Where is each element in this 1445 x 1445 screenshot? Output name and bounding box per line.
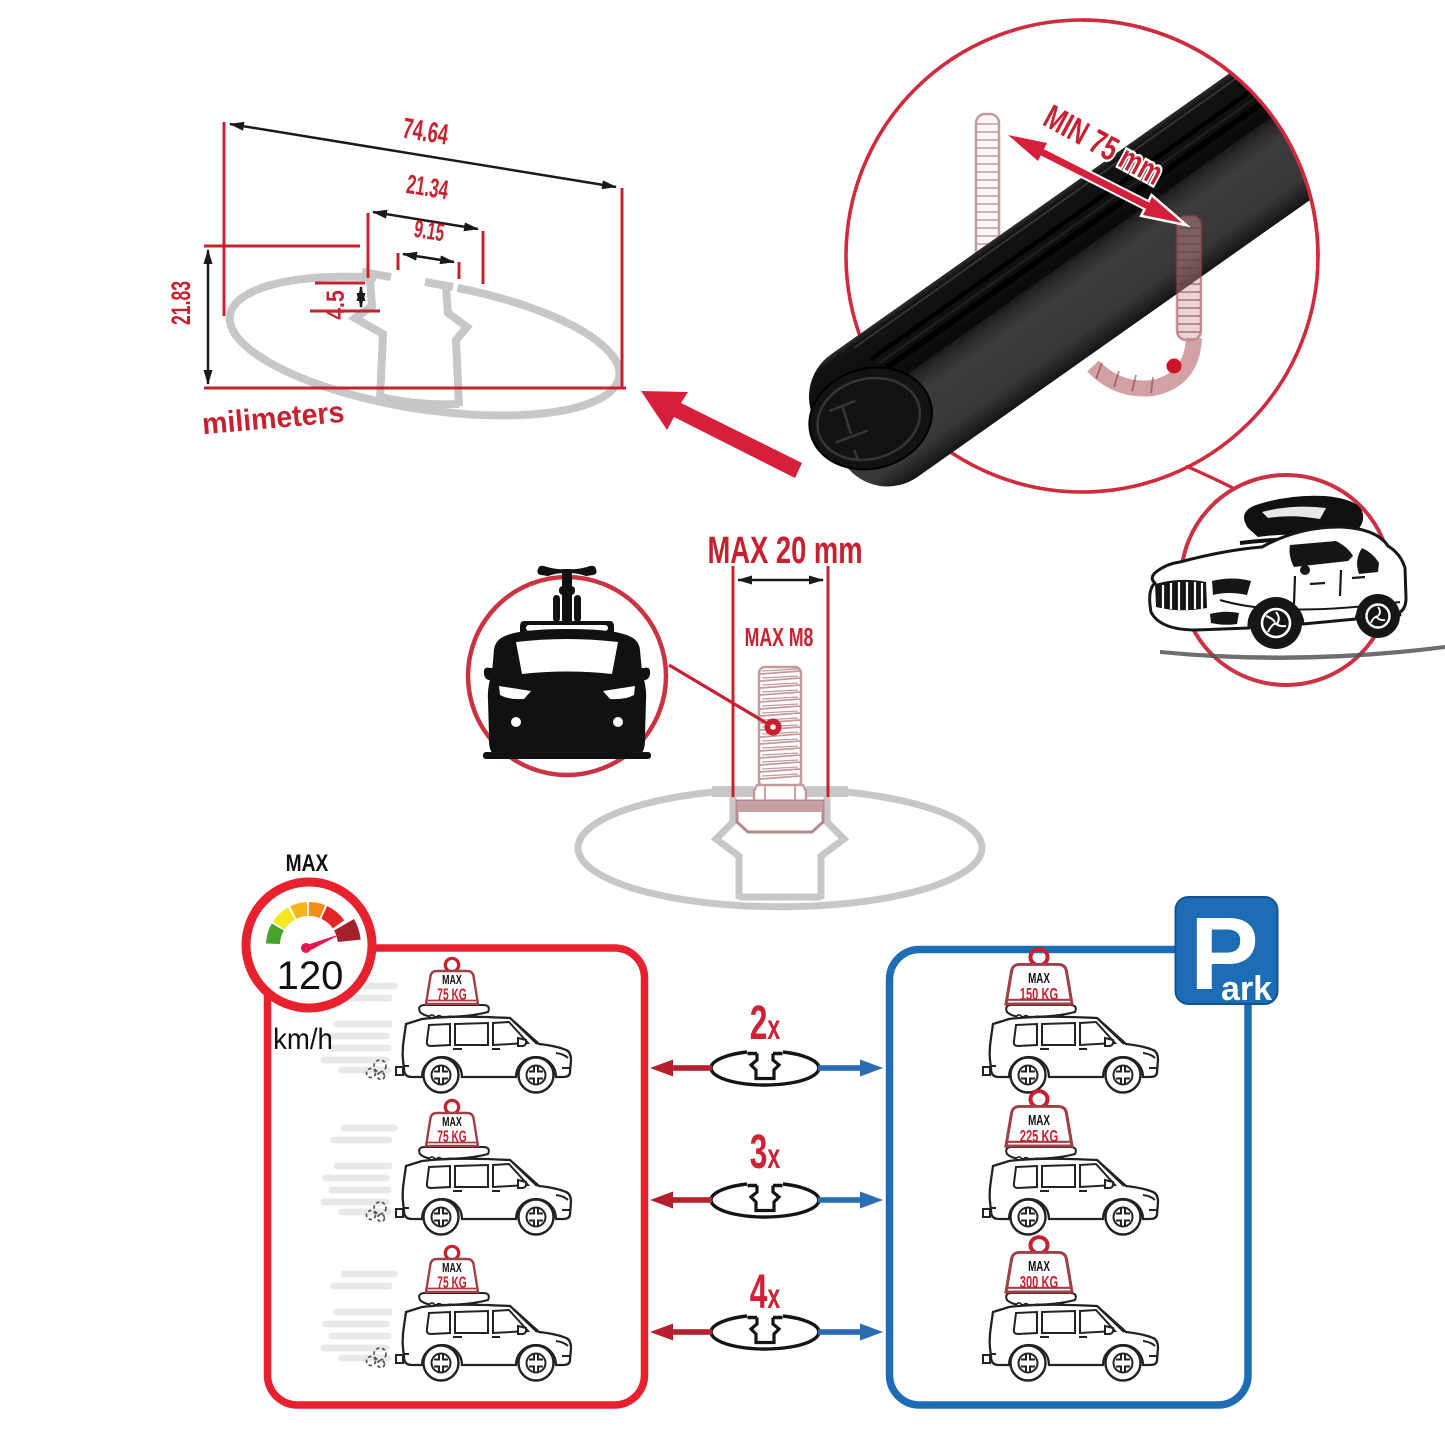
- svg-text:ark: ark: [1221, 970, 1272, 1008]
- svg-text:MAX: MAX: [1028, 1258, 1050, 1274]
- svg-text:21.34: 21.34: [404, 169, 450, 205]
- svg-text:MAX 20 mm: MAX 20 mm: [707, 530, 862, 572]
- svg-text:120: 120: [277, 954, 344, 998]
- svg-text:MAX: MAX: [286, 849, 329, 877]
- svg-text:9.15: 9.15: [412, 215, 446, 247]
- svg-text:300 KG: 300 KG: [1020, 1272, 1058, 1292]
- svg-text:4.5: 4.5: [321, 290, 349, 320]
- svg-text:4x: 4x: [750, 1264, 781, 1318]
- svg-text:21.83: 21.83: [165, 281, 196, 325]
- svg-text:74.64: 74.64: [400, 113, 451, 152]
- svg-text:150 KG: 150 KG: [1020, 984, 1058, 1004]
- svg-text:75 KG: 75 KG: [437, 1272, 467, 1291]
- svg-text:MAX: MAX: [442, 1261, 462, 1275]
- svg-text:milimeters: milimeters: [201, 396, 346, 441]
- svg-text:km/h: km/h: [273, 1023, 333, 1056]
- svg-text:MAX: MAX: [1028, 970, 1050, 986]
- svg-text:3x: 3x: [750, 1124, 781, 1178]
- svg-text:2x: 2x: [750, 995, 781, 1049]
- svg-text:P: P: [1190, 896, 1259, 1011]
- svg-text:MAX: MAX: [442, 973, 462, 987]
- svg-text:225 KG: 225 KG: [1020, 1126, 1058, 1146]
- svg-text:75 KG: 75 KG: [437, 1126, 467, 1145]
- svg-text:MAX M8: MAX M8: [745, 623, 814, 652]
- svg-text:MAX: MAX: [442, 1115, 462, 1129]
- svg-text:MAX: MAX: [1028, 1112, 1050, 1128]
- svg-text:75 KG: 75 KG: [437, 984, 467, 1003]
